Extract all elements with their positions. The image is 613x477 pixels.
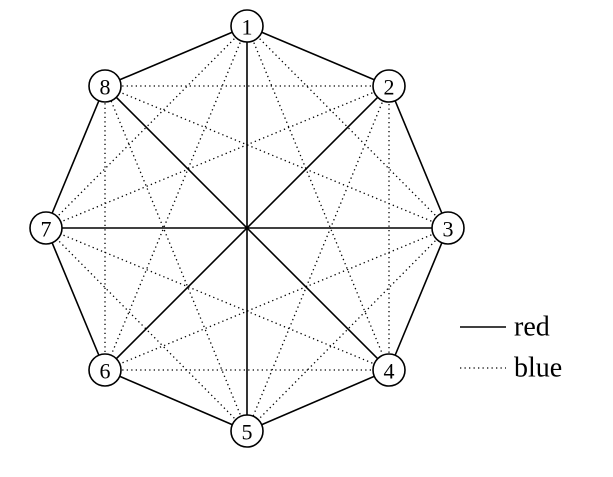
solid-edge-1-2 xyxy=(246,25,390,87)
dotted-edge-2-7 xyxy=(45,85,390,229)
node-1: 1 xyxy=(230,9,264,43)
node-7: 7 xyxy=(29,211,63,245)
node-label: 6 xyxy=(100,359,111,384)
dotted-edge-4-7 xyxy=(45,227,390,371)
node-label: 1 xyxy=(242,15,253,40)
solid-edge-7-8 xyxy=(45,85,106,229)
node-2: 2 xyxy=(372,69,406,103)
solid-edge-4-5 xyxy=(246,369,390,432)
dotted-edge-5-8 xyxy=(104,85,248,432)
node-circle xyxy=(230,414,264,448)
node-circle xyxy=(431,211,465,245)
node-circle xyxy=(372,69,406,103)
dotted-edge-2-5 xyxy=(246,85,390,432)
node-group: 1 2 3 4 5 6 7 8 xyxy=(29,9,465,448)
legend-solid-label: red xyxy=(514,312,550,343)
legend-dotted-label: blue xyxy=(514,353,562,384)
node-label: 2 xyxy=(384,75,395,100)
dotted-edge-3-8 xyxy=(104,85,449,229)
node-circle xyxy=(88,69,122,103)
solid-edge-3-4 xyxy=(388,227,449,371)
solid-edge-5-6 xyxy=(104,369,248,432)
node-label: 5 xyxy=(242,420,253,445)
node-label: 8 xyxy=(100,75,111,100)
dotted-edge-3-6 xyxy=(104,227,449,371)
dotted-edge-group xyxy=(45,25,449,432)
solid-edge-group xyxy=(45,25,449,432)
solid-edge-6-7 xyxy=(45,227,106,371)
node-8: 8 xyxy=(88,69,122,103)
node-circle xyxy=(88,353,122,387)
solid-edge-2-3 xyxy=(388,85,449,229)
node-circle xyxy=(29,211,63,245)
node-6: 6 xyxy=(88,353,122,387)
node-label: 4 xyxy=(384,359,395,384)
node-circle xyxy=(230,9,264,43)
node-4: 4 xyxy=(372,353,406,387)
legend: red blue xyxy=(460,312,562,384)
node-3: 3 xyxy=(431,211,465,245)
solid-edge-4-8 xyxy=(104,85,390,371)
node-label: 3 xyxy=(443,217,454,242)
solid-edge-8-1 xyxy=(104,25,248,87)
node-label: 7 xyxy=(41,217,52,242)
node-5: 5 xyxy=(230,414,264,448)
node-circle xyxy=(372,353,406,387)
